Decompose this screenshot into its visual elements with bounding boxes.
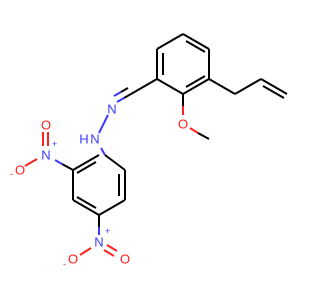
bond	[72, 199, 100, 216]
hydrazone-nh-n-label: N	[90, 132, 99, 147]
nitro-bottom-n-charge: +	[105, 226, 110, 236]
bond	[260, 78, 288, 95]
bond-inner	[262, 85, 285, 99]
allyl-chain	[208, 78, 288, 99]
bond	[79, 247, 92, 256]
bond-inner	[76, 161, 97, 174]
bond	[208, 78, 236, 95]
bond	[61, 163, 74, 171]
nitro-top-o-double-label: O	[41, 118, 51, 133]
methoxy-o-label: O	[178, 117, 188, 132]
bond-double	[120, 87, 129, 93]
upper-ring	[156, 33, 210, 95]
bond	[98, 199, 126, 216]
bond	[156, 78, 184, 95]
nitro-bottom-o-charge: -	[63, 259, 66, 269]
nitro-bottom-o-single-label: O	[68, 252, 78, 267]
bond-inner	[185, 75, 206, 88]
hydrazone-nh-h-label: H	[79, 132, 88, 147]
nitro-group-bottom: N + O - O	[63, 215, 130, 269]
bond	[123, 93, 132, 99]
bond-inner	[76, 196, 97, 209]
hydrazone-n-label: N	[107, 102, 116, 117]
bond	[72, 154, 100, 171]
nitro-bottom-n-label: N	[94, 235, 103, 250]
molecule-svg: O N N H N + O O -	[10, 33, 288, 269]
bond	[182, 33, 210, 50]
bond	[54, 159, 63, 165]
bond-double	[113, 91, 122, 97]
bond	[24, 158, 38, 167]
nitro-top-n-charge: +	[52, 139, 57, 149]
bond-inner	[185, 40, 206, 53]
bond	[189, 127, 199, 134]
molecule-diagram: O N N H N + O O -	[10, 33, 288, 269]
bond	[130, 78, 158, 95]
nitro-top-n-label: N	[41, 148, 50, 163]
methoxy-group: O	[178, 94, 210, 140]
bond	[156, 33, 184, 50]
bond	[104, 154, 126, 171]
bond	[116, 97, 125, 103]
bond	[182, 78, 210, 95]
lower-ring	[72, 147, 126, 216]
nitro-bottom-o-double-label: O	[120, 252, 130, 267]
bond	[100, 147, 106, 156]
bond-double	[106, 244, 118, 252]
bond	[98, 114, 109, 134]
bond	[234, 78, 262, 95]
nitro-top-o-single-label: O	[15, 163, 25, 178]
nitro-group-top: N + O O -	[10, 118, 74, 179]
nitro-top-o-charge: -	[10, 169, 13, 179]
bond	[197, 132, 210, 140]
hydrazone-linkage: N N H	[79, 78, 158, 147]
bond-double	[103, 249, 115, 257]
